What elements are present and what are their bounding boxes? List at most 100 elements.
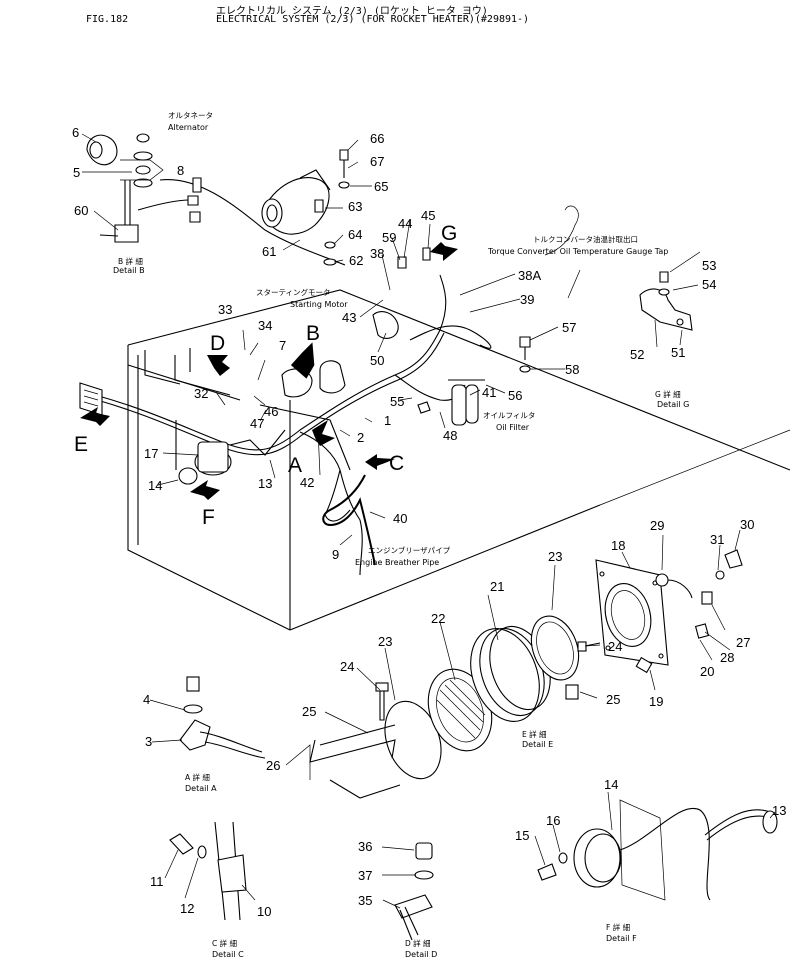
callout-22: 22 [431,611,445,626]
oil-filter [448,379,485,426]
callout-35: 35 [358,893,372,908]
title-japanese: エレクトリカル システム (2/3) (ロケット ヒータ ヨウ) [216,6,488,17]
callout-3: 3 [145,734,152,749]
callout-61: 61 [262,244,276,259]
callout-34: 34 [258,318,272,333]
callout-65: 65 [374,179,388,194]
callout-24-right: 24 [608,639,622,654]
label-detail-a: Detail A [185,784,217,793]
detail-c-clamp [169,821,247,921]
callout-55: 55 [390,394,404,409]
rocket-heater-exploded [309,549,743,799]
view-letter-g: G [441,222,457,245]
callout-16: 16 [546,813,560,828]
callout-48: 48 [443,428,457,443]
label-torque-jp: トルクコンバータ油温計取出口 [533,234,638,244]
label-detail-e-jp: E 詳 細 [522,729,547,739]
label-detail-e: Detail E [522,740,553,749]
label-oil-filter: Oil Filter [496,423,530,432]
callout-10: 10 [257,904,271,919]
callout-19: 19 [649,694,663,709]
callout-39: 39 [520,292,534,307]
callout-8: 8 [177,163,184,178]
callout-25-left: 25 [302,704,316,719]
callout-46: 46 [264,404,278,419]
callout-5: 5 [73,165,80,180]
callout-47: 47 [250,416,264,431]
view-letter-b: B [306,322,320,345]
callout-13: 13 [258,476,272,491]
annotation-labels: オルタネータ Alternator B 詳 細 Detail B スターティング… [113,111,689,959]
callout-62: 62 [349,253,363,268]
detail-a-clamp [179,676,266,759]
detail-f-lamp [537,799,778,901]
callout-11: 11 [150,874,164,889]
callout-52: 52 [630,347,644,362]
callout-50: 50 [370,353,384,368]
machine-body [127,289,791,631]
part-callouts: 1 2 3 4 5 6 7 8 9 10 11 12 13 14 15 16 1… [72,125,786,919]
view-letter-e: E [74,433,88,456]
callout-14: 14 [148,478,162,493]
callout-42: 42 [300,475,314,490]
callout-33: 33 [218,302,232,317]
detail-d-clamp [394,842,434,941]
callout-25-right: 25 [606,692,620,707]
callout-36: 36 [358,839,372,854]
view-arrows [80,242,458,500]
label-detail-a-jp: A 詳 細 [185,772,210,782]
label-starting-motor-jp: スターティングモータ [256,287,331,297]
callout-6: 6 [72,125,79,140]
callout-23-top: 23 [548,549,562,564]
engine-breather-pipe [322,474,376,566]
title-english: ELECTRICAL SYSTEM (2/3) (FOR ROCKET HEAT… [216,14,530,25]
alternator-detail-b [86,133,202,243]
label-detail-d-jp: D 詳 細 [405,938,431,948]
callout-26: 26 [266,758,280,773]
callout-41: 41 [482,385,496,400]
callout-29: 29 [650,518,664,533]
callout-28: 28 [720,650,734,665]
view-letters: A B C D E F G [74,222,457,529]
label-detail-f: Detail F [606,934,637,943]
label-detail-d: Detail D [405,950,437,959]
callout-67: 67 [370,154,384,169]
callout-43: 43 [342,310,356,325]
callout-7: 7 [279,338,286,353]
callout-40: 40 [393,511,407,526]
bolts-washers [79,149,670,485]
callout-45: 45 [421,208,435,223]
callout-54: 54 [702,277,716,292]
callout-21: 21 [490,579,504,594]
callout-1: 1 [384,413,391,428]
label-breather-jp: エンジンブリーザパイプ [368,545,451,555]
callout-59: 59 [382,230,396,245]
callout-24-left: 24 [340,659,354,674]
callout-58: 58 [565,362,579,377]
label-alternator: Alternator [168,123,209,132]
callout-51: 51 [671,345,685,360]
label-torque: Torque Converter Oil Temperature Gauge T… [487,247,668,256]
label-detail-g: Detail G [657,400,689,409]
callout-30: 30 [740,517,754,532]
callout-38a: 38A [518,268,541,283]
callout-20: 20 [700,664,714,679]
callout-17: 17 [144,446,158,461]
callout-38: 38 [370,246,384,261]
label-detail-c: Detail C [212,950,244,959]
view-letter-f: F [202,506,215,529]
callout-44: 44 [398,216,412,231]
callout-15: 15 [515,828,529,843]
callout-4: 4 [143,692,150,707]
callout-63: 63 [348,199,362,214]
callout-37: 37 [358,868,372,883]
label-breather: Engine Breather Pipe [355,558,439,567]
callout-57: 57 [562,320,576,335]
label-detail-b-jp: B 詳 細 [118,256,143,266]
callout-14-detail-f: 14 [604,777,618,792]
label-starting-motor: Starting Motor [290,300,348,309]
callout-66: 66 [370,131,384,146]
leader-lines [81,133,776,909]
callout-23-bottom: 23 [378,634,392,649]
